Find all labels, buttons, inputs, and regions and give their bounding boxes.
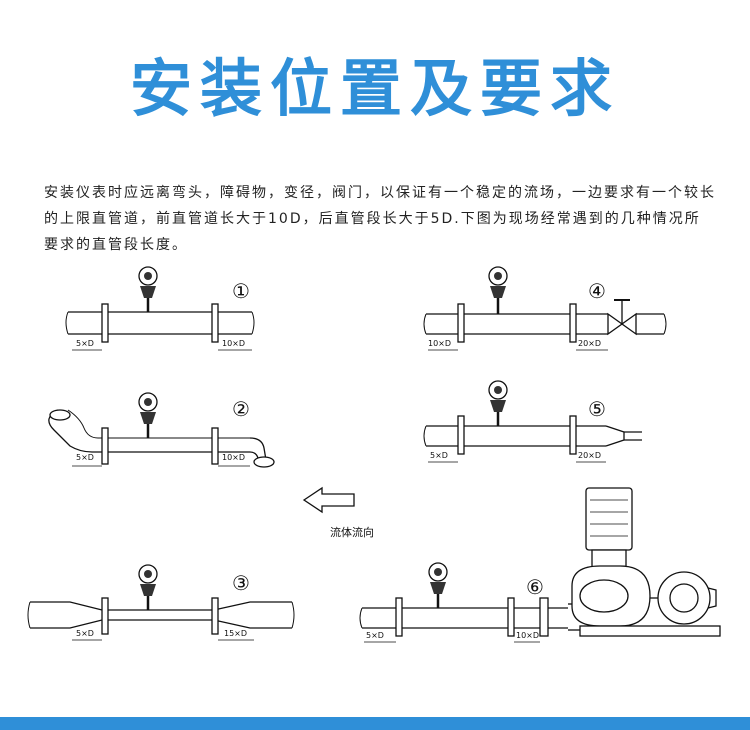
diagram-3-left-label: 5×D [76,629,94,638]
diagram-1: ① 5×D 10×D [65,266,255,351]
diagram-5-number: ⑤ [588,397,606,421]
diagram-6-right-label: 10×D [516,631,539,640]
diagram-2-right-label: 10×D [222,453,245,462]
diagram-4-number: ④ [588,279,606,303]
flow-direction: 流体流向 [302,486,374,539]
footer-bar [0,717,750,730]
installation-diagrams: ① 5×D 10×D ② 5×D 10×D [27,266,721,643]
diagram-4-left-label: 10×D [428,339,451,348]
diagram-5-left-label: 5×D [430,451,448,460]
diagram-4: ④ 10×D 20×D [423,266,667,351]
pump-icon [568,487,721,637]
diagram-1-left-label: 5×D [76,339,94,348]
diagram-2-number: ② [232,397,250,421]
diagram-6-number: ⑥ [526,575,544,599]
diagram-1-right-label: 10×D [222,339,245,348]
diagram-1-number: ① [232,279,250,303]
diagram-5: ⑤ 5×D 20×D [423,380,642,463]
diagram-5-right-label: 20×D [578,451,601,460]
diagram-4-right-label: 20×D [578,339,601,348]
diagram-6: ⑥ 5×D 10×D [359,487,721,643]
intro-text: 安装仪表时应远离弯头，障碍物，变径，阀门，以保证有一个稳定的流场，一边要求有一个… [44,185,716,253]
flow-direction-label: 流体流向 [330,525,374,539]
diagram-6-left-label: 5×D [366,631,384,640]
diagram-2: ② 5×D 10×D [48,392,275,468]
flow-arrow-icon [302,486,355,514]
diagram-2-left-label: 5×D [76,453,94,462]
page-title: 安装位置及要求 [129,52,620,125]
diagram-3-number: ③ [232,571,250,595]
diagram-3: ③ 5×D 15×D [27,564,295,641]
diagram-3-right-label: 15×D [224,629,247,638]
